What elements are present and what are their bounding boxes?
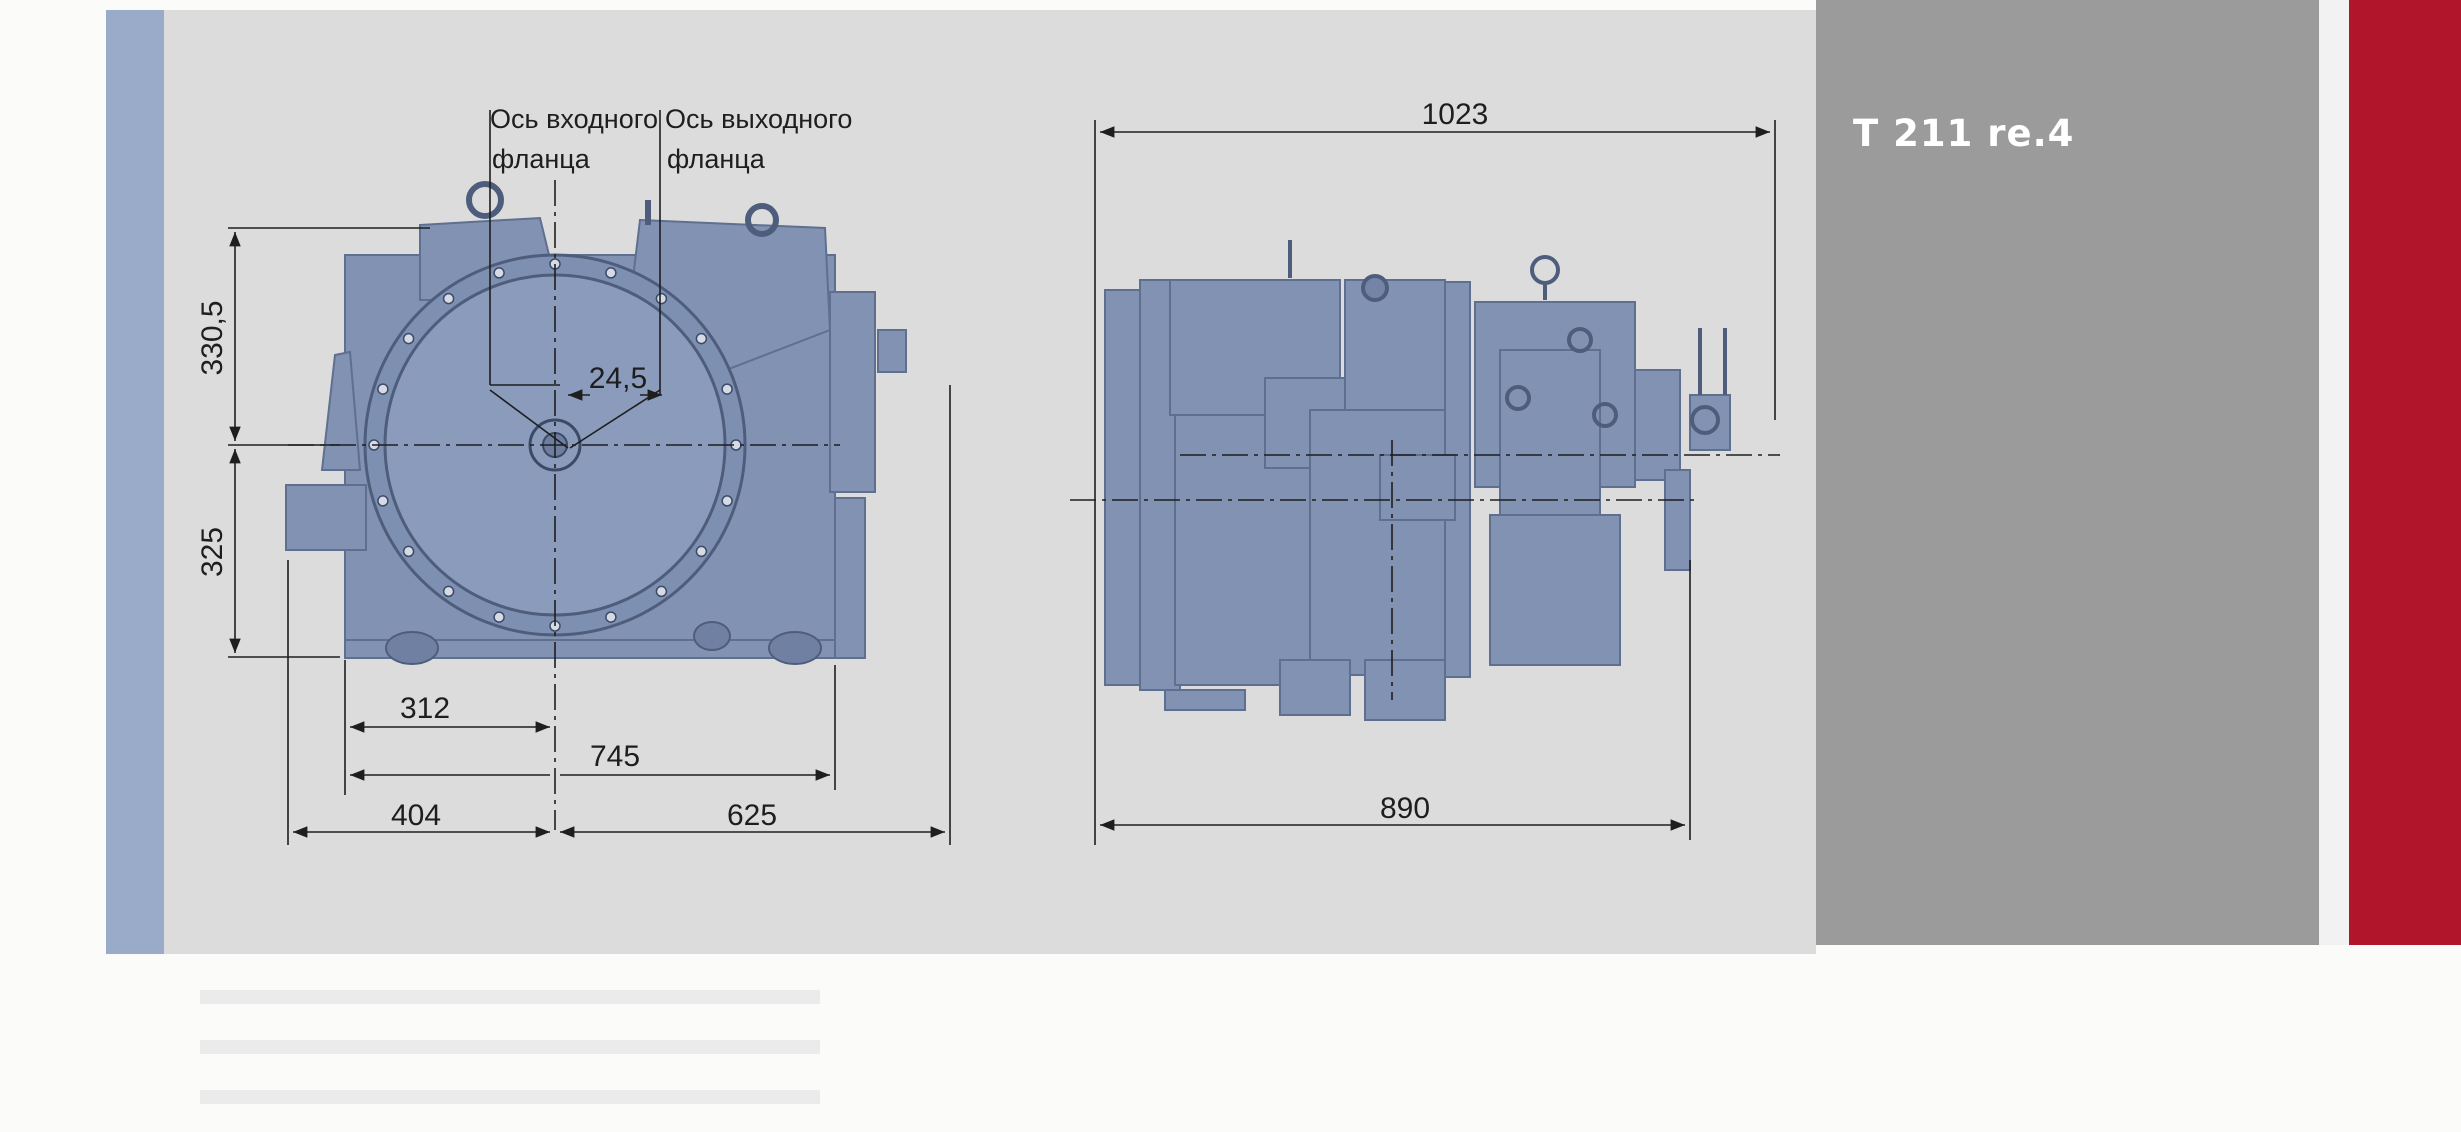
bolt-hole — [695, 332, 708, 345]
dim-745: 745 — [590, 740, 640, 773]
bolt-hole — [721, 383, 733, 395]
bolt-hole — [493, 611, 505, 623]
flange-bolt-holes — [368, 258, 742, 632]
model-panel — [1816, 0, 2319, 945]
output-axis-label-line2: фланца — [667, 144, 766, 174]
input-axis-label-line2: фланца — [492, 144, 591, 174]
front-view-feet — [385, 621, 822, 665]
dim-height-upper: 330,5 — [196, 300, 229, 375]
dim-312: 312 — [400, 692, 450, 725]
front-view-dimension-values: 330,5 325 24,5 312 745 404 625 — [196, 300, 777, 832]
front-view-axis-lines — [288, 110, 840, 830]
front-view-axis-labels: Ось входного фланца Ось выходного фланца — [490, 104, 852, 174]
bolt-hole — [605, 611, 617, 623]
bolt-hole — [695, 545, 708, 558]
bolt-hole — [377, 495, 389, 507]
faint-print — [200, 1040, 820, 1054]
bolt-hole — [402, 545, 415, 558]
bolt-hole — [655, 585, 668, 598]
panel-gap — [2319, 0, 2349, 945]
output-axis-label-line1: Ось выходного — [665, 104, 852, 134]
side-view-center-lines — [1070, 440, 1780, 700]
dim-404: 404 — [391, 799, 441, 832]
side-view-details — [1288, 240, 1727, 435]
bolt-hole — [605, 267, 617, 279]
dim-625: 625 — [727, 799, 777, 832]
dim-axis-offset: 24,5 — [589, 362, 647, 395]
model-title: T 211 re.4 — [1853, 112, 2075, 155]
front-view-dimension-lines — [228, 227, 951, 845]
bolt-hole — [442, 585, 455, 598]
dim-1023: 1023 — [1422, 98, 1489, 131]
faint-print — [200, 990, 820, 1004]
bolt-hole — [442, 292, 455, 305]
bolt-hole — [377, 383, 389, 395]
input-axis-label-line1: Ось входного — [490, 104, 658, 134]
bolt-hole — [721, 495, 733, 507]
bolt-hole — [402, 332, 415, 345]
side-view-dimension-values: 1023 890 — [1380, 98, 1488, 825]
bolt-hole — [493, 267, 505, 279]
left-accent-stripe — [106, 10, 164, 954]
dim-890: 890 — [1380, 792, 1430, 825]
right-accent-stripe — [2349, 0, 2461, 945]
bolt-hole — [655, 292, 668, 305]
side-view-dimension-lines — [1094, 120, 1776, 845]
dim-height-lower: 325 — [196, 527, 229, 577]
front-view-lifting-eyes — [466, 181, 779, 237]
side-view-housing — [1104, 279, 1731, 721]
faint-print — [200, 1090, 820, 1104]
